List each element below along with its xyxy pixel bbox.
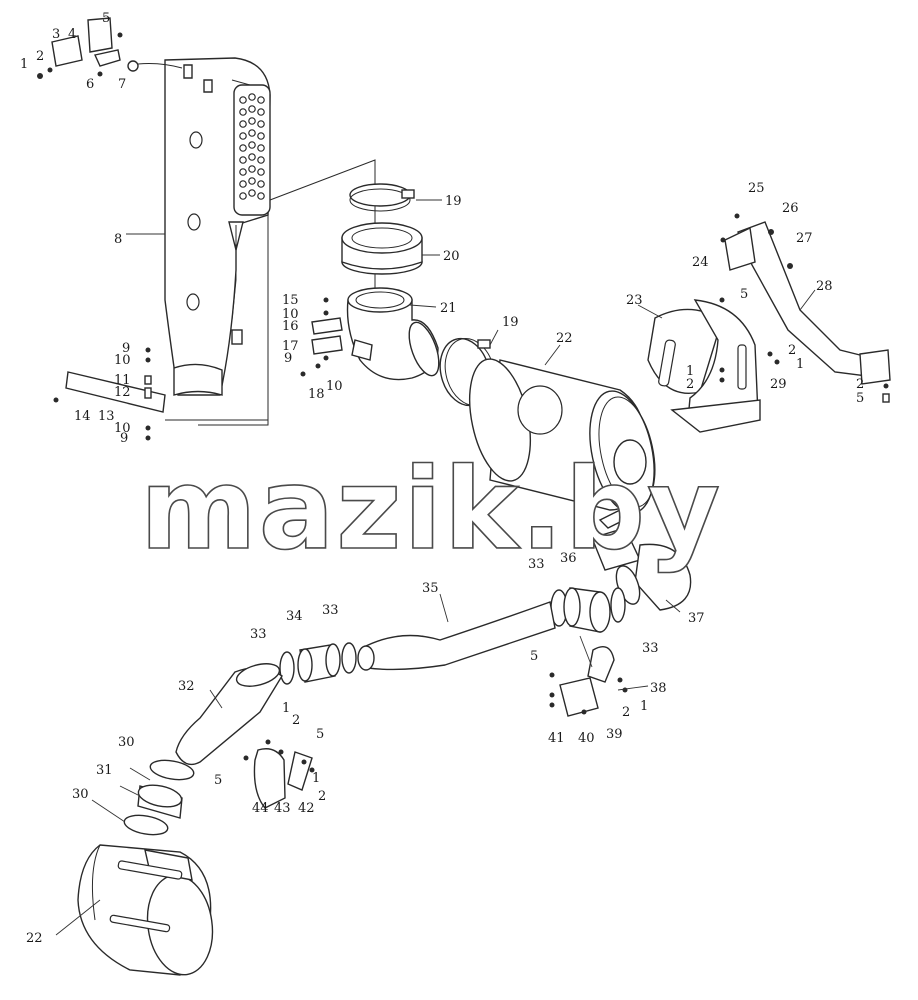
callout-42: 42 (298, 801, 315, 816)
callout-5-c: 5 (856, 391, 864, 406)
air-filter-housing-part-22-b (77, 844, 214, 976)
watermark-text: mazik.by (140, 445, 722, 575)
intake-pipe-part-8 (164, 57, 271, 396)
callout-31: 31 (96, 763, 113, 778)
callout-21: 21 (440, 301, 457, 316)
callout-29: 29 (770, 377, 787, 392)
callout-6: 6 (86, 77, 94, 92)
callout-38: 38 (650, 681, 667, 696)
callout-1-c: 1 (796, 357, 804, 372)
callout-33-c: 33 (322, 603, 339, 618)
callout-32: 32 (178, 679, 195, 694)
callout-28: 28 (816, 279, 833, 294)
lower-bracket-parts (53, 347, 166, 441)
callout-12: 12 (114, 385, 131, 400)
outlet-elbow-part-37 (591, 509, 692, 611)
bracket-set-part-38-41 (549, 646, 628, 717)
coupler-part-34 (279, 642, 357, 685)
bracket-set-part-42-44 (243, 739, 315, 809)
elbow-fasteners (300, 297, 343, 377)
callout-1-f: 1 (640, 699, 648, 714)
callout-5-b: 5 (740, 287, 748, 302)
callout-39: 39 (606, 727, 623, 742)
clamps-part-30-31 (123, 759, 195, 836)
callout-2-f: 2 (318, 789, 326, 804)
callout-30-b: 30 (72, 787, 89, 802)
callout-25: 25 (748, 181, 765, 196)
callout-7: 7 (118, 77, 126, 92)
grille-holes (239, 93, 265, 200)
callout-2-b: 2 (686, 377, 694, 392)
callout-1-a: 1 (20, 57, 28, 72)
callout-5-f: 5 (530, 649, 538, 664)
callout-1-e: 1 (312, 771, 320, 786)
support-bracket-part-28 (720, 213, 891, 403)
callout-2-a: 2 (36, 49, 44, 64)
callout-26: 26 (782, 201, 799, 216)
callout-33-a: 33 (528, 557, 545, 572)
callout-16: 16 (282, 319, 299, 334)
callout-5-a: 5 (102, 11, 110, 26)
air-filter-housing-part-22 (469, 358, 656, 514)
callout-2-e: 2 (292, 713, 300, 728)
callout-9-c: 9 (284, 351, 292, 366)
callout-33-b: 33 (642, 641, 659, 656)
callout-33-d: 33 (250, 627, 267, 642)
callout-2-c: 2 (788, 343, 796, 358)
callout-labels: 1 2 3 4 5 6 7 8 9 10 11 12 13 14 10 9 15… (20, 11, 864, 946)
intake-hose-part-35 (357, 601, 556, 671)
top-bracket-parts (37, 17, 183, 79)
callout-17: 17 (282, 339, 299, 354)
elbow-part-21 (346, 287, 440, 381)
callout-37: 37 (688, 611, 705, 626)
callout-40: 40 (578, 731, 595, 746)
callout-20: 20 (443, 249, 460, 264)
callout-10-a: 10 (114, 353, 131, 368)
connector-hose-part-36 (550, 587, 626, 633)
callout-2-d: 2 (856, 377, 864, 392)
callout-5-e: 5 (214, 773, 222, 788)
callout-15: 15 (282, 293, 299, 308)
callout-23: 23 (626, 293, 643, 308)
callout-4: 4 (68, 27, 76, 42)
callout-14: 14 (74, 409, 91, 424)
callout-22-b: 22 (26, 931, 43, 946)
callout-30-a: 30 (118, 735, 135, 750)
callout-35: 35 (422, 581, 439, 596)
callout-44: 44 (252, 801, 269, 816)
leader-lines (55, 199, 816, 936)
callout-8: 8 (114, 232, 122, 247)
callout-2-g: 2 (622, 705, 630, 720)
callout-10-c: 10 (282, 307, 299, 322)
callout-19-b: 19 (502, 315, 519, 330)
callout-18: 18 (308, 387, 325, 402)
callout-3: 3 (52, 27, 60, 42)
callout-22-a: 22 (556, 331, 573, 346)
hose-clamp-part-19 (349, 183, 415, 212)
pipe-part-32 (175, 663, 283, 766)
callout-1-d: 1 (282, 701, 290, 716)
callout-27: 27 (796, 231, 813, 246)
callout-10-b: 10 (114, 421, 131, 436)
callout-34: 34 (286, 609, 303, 624)
cap-part-20 (341, 222, 423, 275)
callout-5-d: 5 (316, 727, 324, 742)
callout-9-b: 9 (120, 431, 128, 446)
callout-1-b: 1 (686, 364, 694, 379)
callout-41: 41 (548, 731, 565, 746)
callout-10-d: 10 (326, 379, 343, 394)
callout-24: 24 (692, 255, 709, 270)
callout-9-a: 9 (122, 341, 130, 356)
mounting-band-part-23 (647, 297, 780, 433)
callout-43: 43 (274, 801, 291, 816)
callout-13: 13 (98, 409, 115, 424)
callout-11: 11 (114, 373, 131, 388)
callout-19-a: 19 (445, 194, 462, 209)
callout-36: 36 (560, 551, 577, 566)
